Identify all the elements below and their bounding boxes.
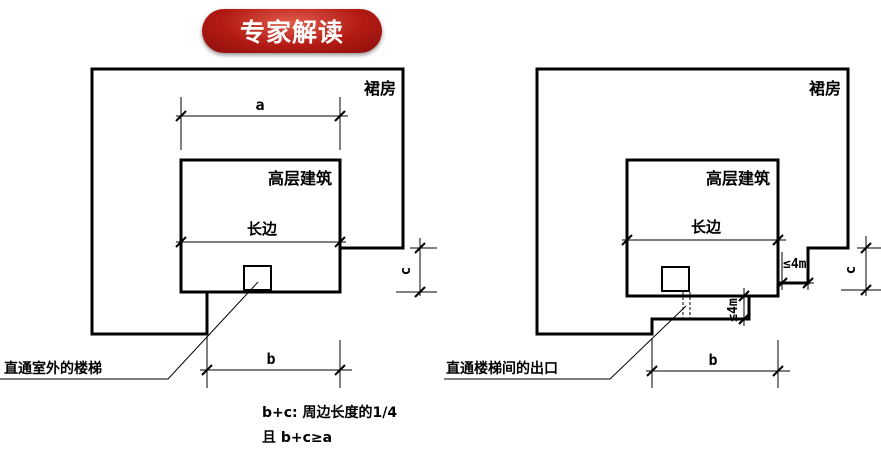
left-stair-leader: [0, 281, 259, 380]
left-dim-a-label: a: [255, 96, 264, 114]
left-stair-label: 直通室外的楼梯: [4, 360, 102, 377]
right-dim-b-label: b: [708, 351, 717, 369]
right-exit-label: 直通楼梯间的出口: [446, 360, 558, 377]
right-dim-4m-vertical-label: ≤4m: [726, 298, 741, 322]
right-exit-leader: [444, 305, 687, 380]
right-exit-passage: [682, 292, 691, 319]
left-dim-a: [175, 97, 348, 150]
left-tower-label: 高层建筑: [268, 169, 332, 188]
left-podium-label: 裙房: [364, 79, 396, 98]
left-podium-outline: [90, 67, 405, 336]
right-long-side-label: 长边: [691, 218, 722, 236]
right-podium-label: 裙房: [809, 79, 841, 98]
left-dim-long-side: [175, 236, 346, 248]
left-tower-outline: [179, 158, 342, 294]
left-long-side-label: 长边: [247, 220, 278, 238]
right-dim-long-side: [621, 234, 786, 246]
note-line-2: 且 b+c≥a: [262, 430, 332, 446]
right-tower-label: 高层建筑: [706, 169, 770, 188]
right-dim-4m-horizontal-label: ≤4m: [783, 257, 807, 272]
right-dim-c: [841, 236, 881, 296]
left-diagram: a 长边 高层建筑 裙房 c b 直通室外的楼梯: [0, 67, 437, 446]
left-dim-c: [396, 238, 437, 298]
title-badge: 专家解读: [202, 9, 382, 53]
note-line-1: b+c: 周边长度的1/4: [262, 404, 397, 421]
right-dim-4m-vertical: [738, 288, 778, 326]
right-tower-outline: [625, 158, 780, 298]
left-stair-box: [243, 265, 272, 291]
title-text: 专家解读: [239, 18, 344, 47]
right-podium-outline: [535, 67, 850, 336]
left-dim-c-label: c: [398, 267, 414, 275]
right-dim-c-label: c: [843, 266, 859, 274]
left-dim-b: [200, 336, 352, 388]
left-dim-b-label: b: [266, 350, 275, 368]
right-diagram: 高层建筑 裙房 长边 ≤4m ≤4m: [444, 67, 881, 388]
right-stair-box: [661, 266, 690, 292]
right-dim-b: [646, 338, 790, 388]
right-dim-4m-horizontal: [776, 252, 814, 290]
